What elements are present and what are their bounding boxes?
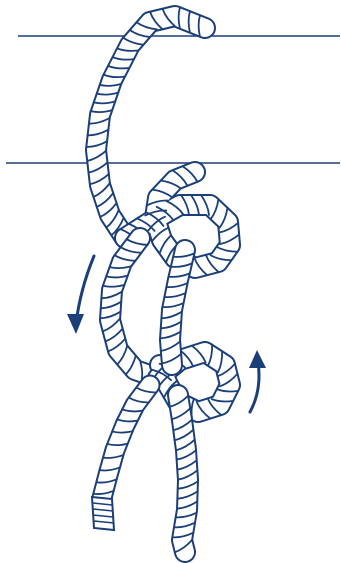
arrow-left-down-icon: [67, 256, 94, 334]
rope-strands: [86, 7, 239, 552]
rope-tail-left: [93, 385, 156, 498]
arrow-right-up-icon: [249, 350, 266, 412]
whipped-rope-end: [92, 497, 114, 530]
